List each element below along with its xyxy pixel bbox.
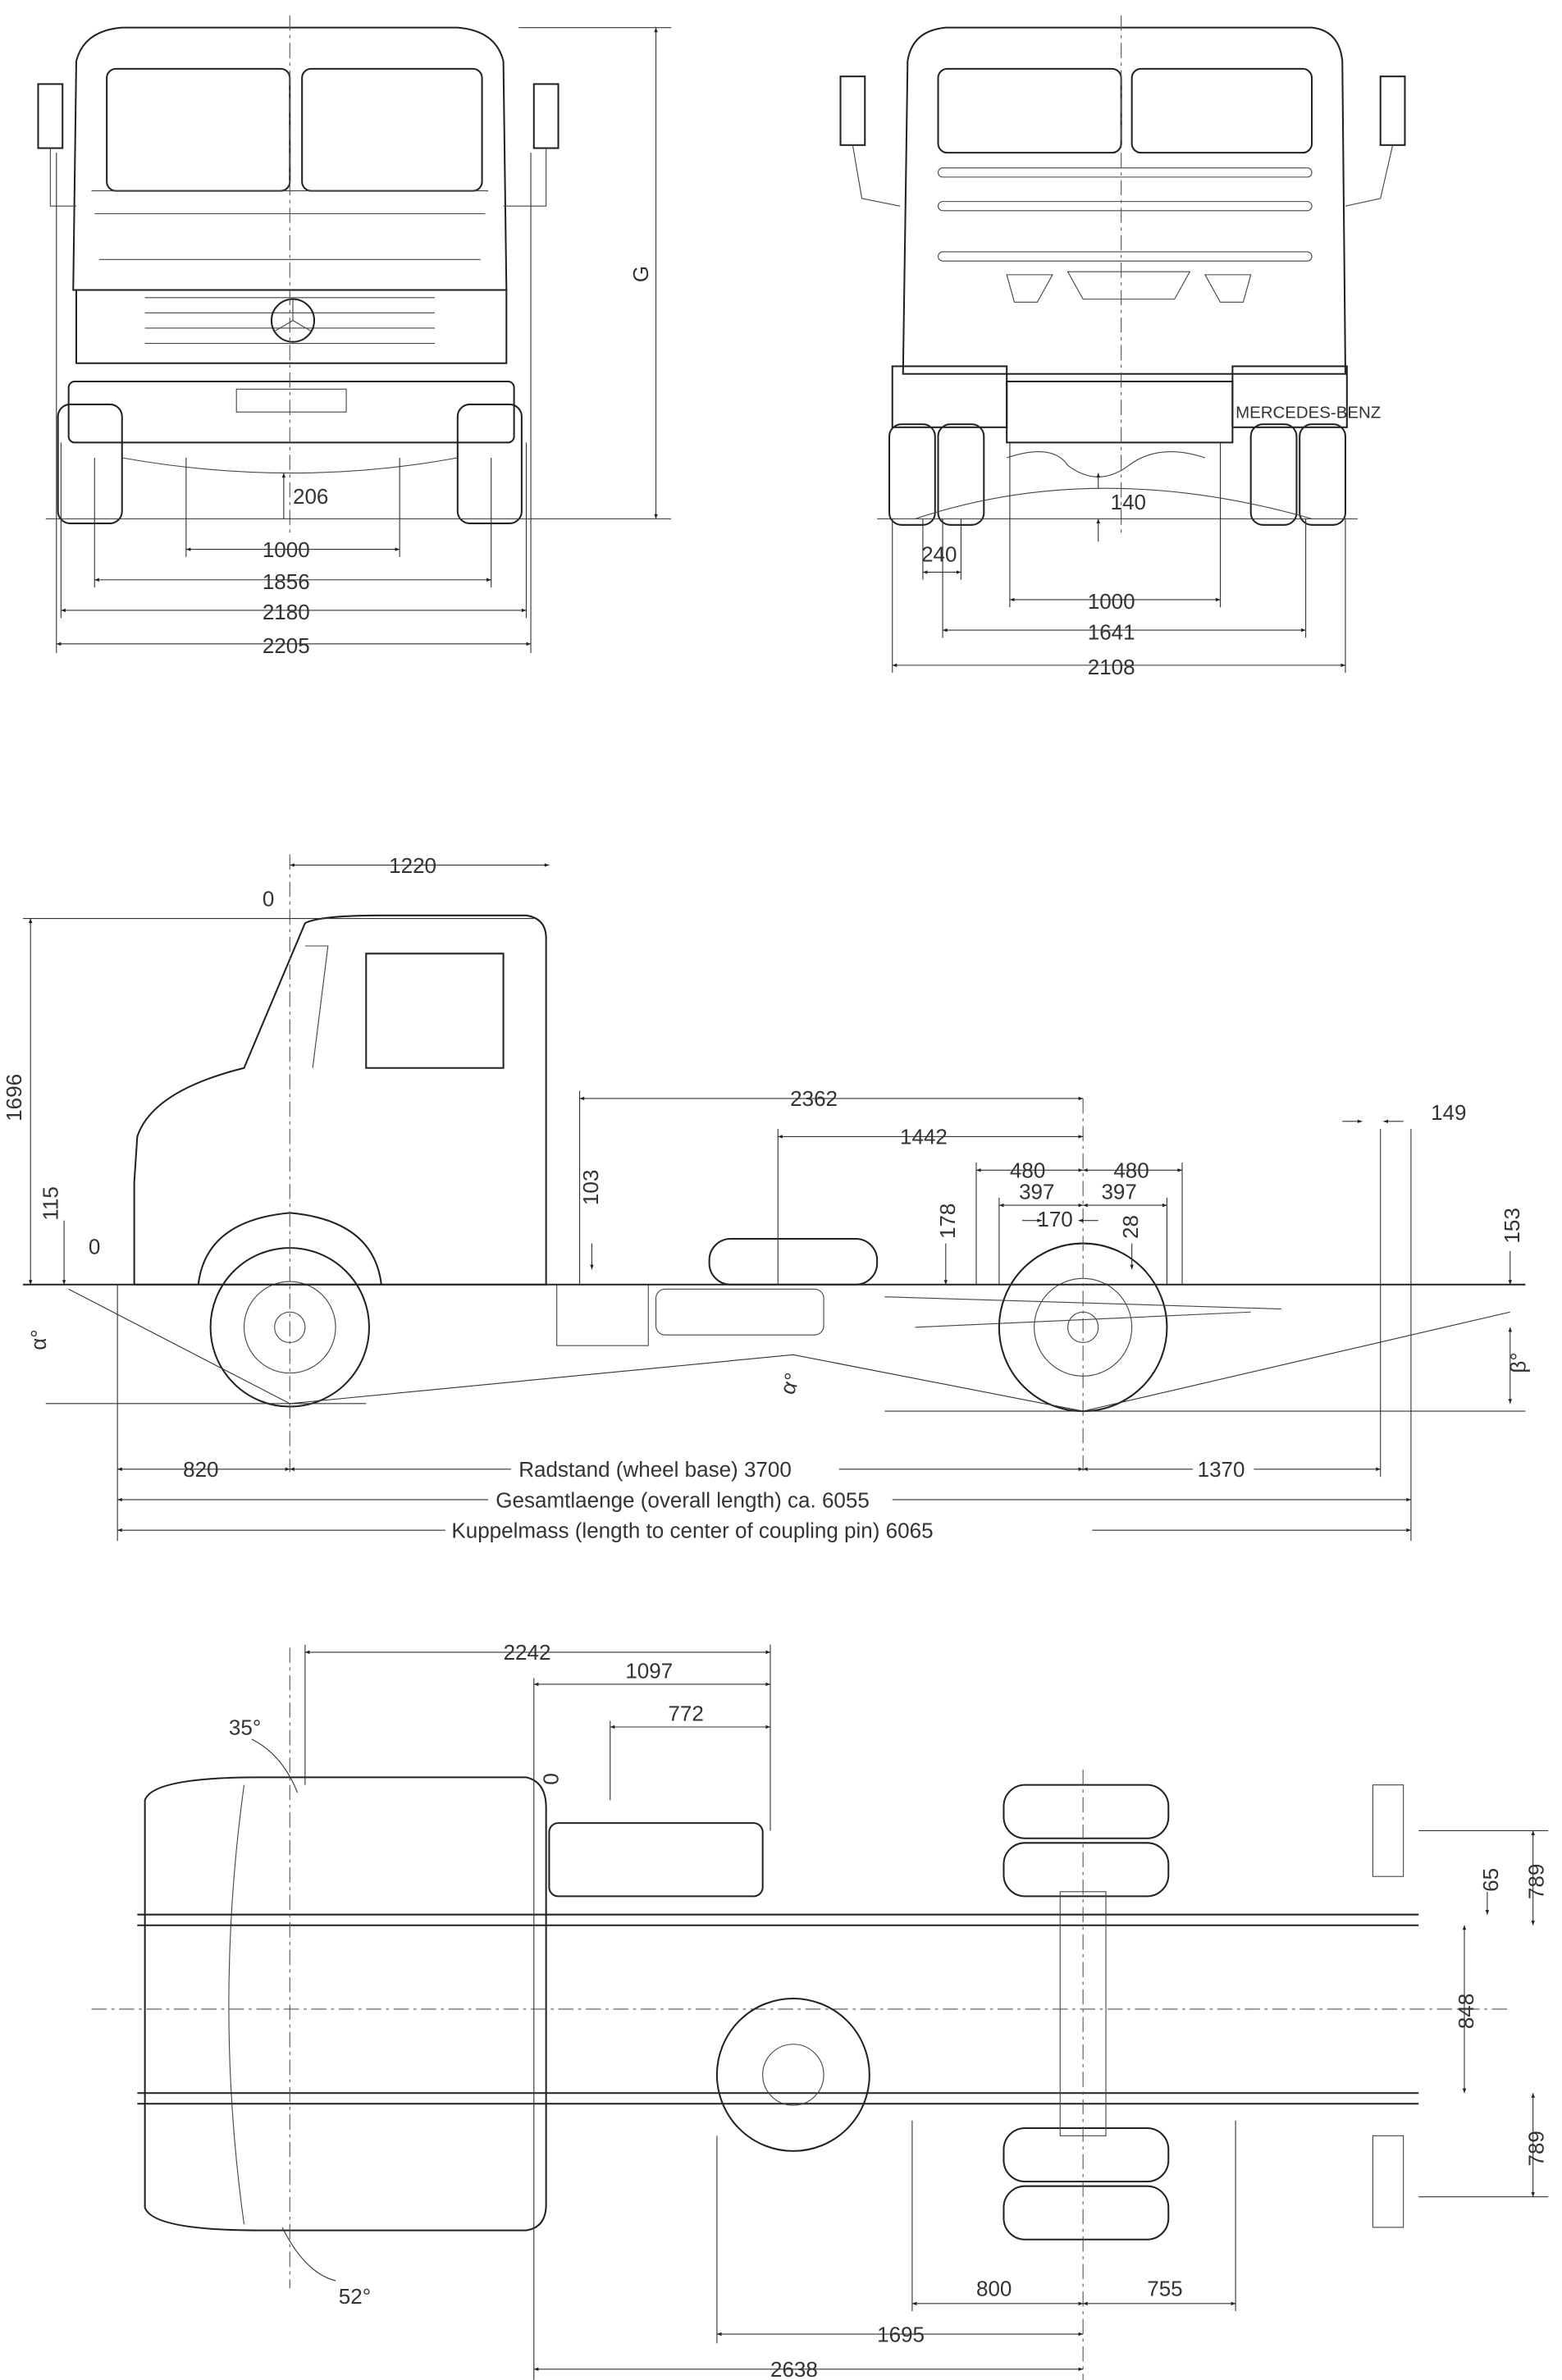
ramp-angle: α° xyxy=(774,1369,805,1397)
frame-zero-label: 0 xyxy=(89,1235,100,1259)
fuel-tank xyxy=(655,1288,824,1336)
dim-153: 153 xyxy=(1500,1208,1524,1243)
dim-wheelbase: Radstand (wheel base) 3700 xyxy=(518,1457,792,1482)
dim-397-front: 397 xyxy=(1019,1180,1054,1204)
dim-overall-length: Gesamtlaenge (overall length) ca. 6055 xyxy=(496,1487,870,1512)
dim-tire-width: 240 xyxy=(921,541,957,566)
dim-28: 28 xyxy=(1118,1215,1143,1239)
dim-149: 149 xyxy=(1431,1100,1466,1125)
dim-body-width: 2180 xyxy=(263,600,310,624)
dim-rear-track: 1641 xyxy=(1088,619,1135,644)
rear-left-light xyxy=(891,365,1008,428)
rear-right-outer-wheel xyxy=(1299,423,1346,526)
spare-wheel-top xyxy=(715,1997,870,2152)
dim-178: 178 xyxy=(935,1204,960,1239)
dim-772: 772 xyxy=(668,1702,703,1726)
dim-789-top: 789 xyxy=(1524,1864,1549,1899)
departure-angle: β° xyxy=(1505,1352,1530,1373)
dim-cab-to-axle: 1220 xyxy=(389,853,436,878)
dim-755: 755 xyxy=(1147,2277,1182,2301)
dim-789-bottom: 789 xyxy=(1524,2131,1549,2166)
dim-frame-height: 115 xyxy=(39,1186,63,1220)
dim-rear-frame-width: 1000 xyxy=(1088,589,1135,614)
right-mirror xyxy=(532,83,559,149)
dim-overall-width: 2108 xyxy=(1088,655,1135,679)
spare-wheel xyxy=(708,1237,879,1286)
dim-track: 1856 xyxy=(263,569,310,594)
brand-plate: MERCEDES-BENZ xyxy=(1235,404,1381,423)
front-bumper xyxy=(67,381,515,444)
cab-origin-label: 0 xyxy=(263,887,274,911)
dim-coupling-length: Kuppelmass (length to center of coupling… xyxy=(451,1518,933,1542)
front-view: G 206 1000 1856 2180 2205 xyxy=(37,15,672,658)
dim-170: 170 xyxy=(1037,1207,1072,1231)
steer-angle-outer: 35° xyxy=(229,1715,261,1739)
dim-2362: 2362 xyxy=(790,1086,838,1111)
dim-ground-clearance: 206 xyxy=(293,484,328,509)
dim-480-rear: 480 xyxy=(1113,1158,1149,1183)
dim-mirror-width: 2205 xyxy=(263,633,310,658)
steer-angle-inner: 52° xyxy=(339,2284,371,2309)
dim-397-rear: 397 xyxy=(1101,1180,1136,1204)
dim-800: 800 xyxy=(976,2277,1012,2301)
dim-0: 0 xyxy=(539,1773,564,1784)
dim-rear-ground-clearance: 140 xyxy=(1111,490,1146,514)
dim-1097: 1097 xyxy=(625,1659,673,1683)
approach-angle: α° xyxy=(26,1329,51,1350)
top-fuel-tank xyxy=(548,1822,764,1898)
cab-top xyxy=(144,1776,547,2232)
dim-rear-overhang: 1370 xyxy=(1198,1457,1245,1482)
dim-cab-height: 1696 xyxy=(2,1074,26,1121)
rear-left-outer-wheel xyxy=(888,423,936,526)
top-view: 2242 1097 772 0 35° 52° 800 755 1695 263… xyxy=(91,1640,1549,2380)
dim-480-front: 480 xyxy=(1010,1158,1045,1183)
dim-103: 103 xyxy=(578,1170,603,1205)
cab-outline xyxy=(133,914,547,1286)
front-right-wheel xyxy=(456,403,523,524)
dim-1695: 1695 xyxy=(877,2322,925,2346)
rear-right-inner-wheel xyxy=(1249,423,1298,526)
dim-1442: 1442 xyxy=(900,1125,948,1149)
side-view: 1220 0 1696 115 0 2362 1442 480 480 397 … xyxy=(2,853,1530,1543)
dim-65: 65 xyxy=(1478,1868,1503,1892)
rear-view: MERCEDES-BENZ 140 240 1000 1641 2108 xyxy=(839,15,1406,679)
height-label: G xyxy=(628,266,653,282)
front-left-wheel xyxy=(57,403,123,524)
dim-848: 848 xyxy=(1454,1994,1478,2029)
left-mirror xyxy=(37,83,64,149)
side-window xyxy=(365,952,505,1069)
dim-front-overhang: 820 xyxy=(183,1457,218,1482)
dim-2638: 2638 xyxy=(770,2357,818,2380)
dim-frame-width: 1000 xyxy=(263,537,310,562)
dim-2242: 2242 xyxy=(504,1640,551,1665)
